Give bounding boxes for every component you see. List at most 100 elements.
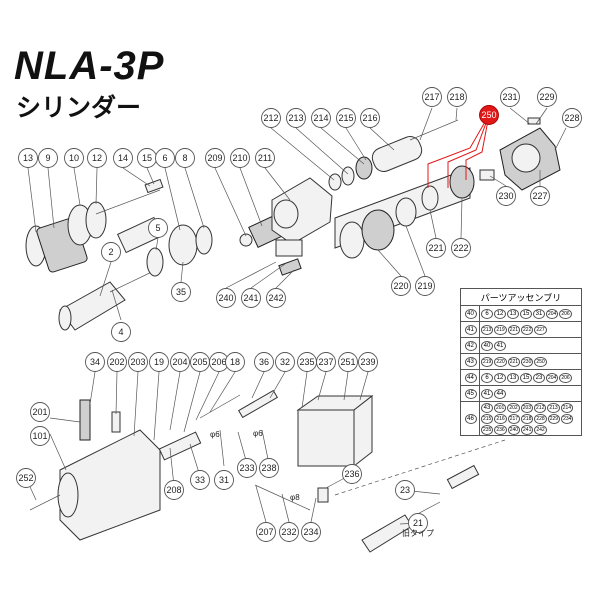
assembly-part-chip: 204 — [546, 373, 559, 383]
callout-circle — [85, 352, 105, 372]
callout-number: 233 — [239, 463, 254, 473]
type-label: 旧タイプ — [402, 529, 434, 538]
rod-shape — [409, 119, 459, 141]
part-callout-251: 251 — [338, 352, 358, 372]
callout-number: 250 — [481, 110, 496, 120]
part-callout-214: 214 — [311, 108, 331, 128]
highlight-leader-line — [447, 114, 490, 188]
part-callout-207: 207 — [256, 522, 276, 542]
assembly-part-chip: 206 — [559, 309, 572, 319]
screw-shape — [527, 117, 541, 125]
highlight-leader-line — [427, 114, 490, 188]
assembly-part-chip: 213 — [547, 403, 560, 413]
callout-number: 13 — [23, 153, 33, 163]
callout-number: 219 — [417, 281, 432, 291]
assembly-part-chip: 13 — [507, 309, 519, 319]
callout-circle — [128, 352, 148, 372]
left-cylinder-parts — [25, 178, 213, 331]
assembly-part-chip: 240 — [507, 425, 521, 435]
part-callout-34: 34 — [85, 352, 105, 372]
part-callout-234: 234 — [301, 522, 321, 542]
part-callout-201: 201 — [30, 402, 50, 422]
callout-circle — [164, 480, 184, 500]
part-callout-217: 217 — [422, 87, 442, 107]
part-callout-101: 101 — [30, 426, 50, 446]
part-callout-240: 240 — [216, 288, 236, 308]
rod-shape — [199, 394, 241, 419]
ring-shape — [146, 247, 164, 277]
part-callout-23: 23 — [395, 480, 415, 500]
part-callout-202: 202 — [107, 352, 127, 372]
callout-circle — [426, 238, 446, 258]
callout-number: 231 — [502, 92, 517, 102]
part-callout-9: 9 — [38, 148, 58, 168]
part-callout-219: 219 — [415, 276, 435, 296]
screw-shape — [29, 494, 61, 511]
callout-circle — [530, 186, 550, 206]
assembly-part-chip: 203 — [520, 403, 534, 413]
callout-number: 201 — [32, 407, 47, 417]
diagram-title: NLA-3P — [14, 44, 165, 88]
part-callout-13: 13 — [18, 148, 38, 168]
callout-circle — [279, 522, 299, 542]
callout-circle — [415, 276, 435, 296]
callout-circle — [259, 458, 279, 478]
callout-number: 213 — [288, 113, 303, 123]
part-callout-236: 236 — [342, 464, 362, 484]
lower-parts — [29, 389, 506, 553]
callout-number: 5 — [155, 223, 160, 233]
callout-circle — [562, 108, 582, 128]
assembly-part-chip: 206 — [559, 373, 572, 383]
assembly-part-chip: 242 — [534, 425, 547, 435]
part-callout-229: 229 — [537, 87, 557, 107]
callout-number: 101 — [32, 431, 47, 441]
callout-number: 4 — [118, 327, 123, 337]
callout-circle — [241, 288, 261, 308]
assembly-part-chip: 230 — [521, 357, 534, 367]
part-callout-210: 210 — [230, 148, 250, 168]
block-shape — [275, 239, 303, 257]
callout-number: 228 — [564, 113, 579, 123]
callout-number: 237 — [318, 357, 333, 367]
callout-number: 6 — [162, 153, 167, 163]
assembly-part-chip: 228 — [534, 414, 547, 424]
callout-number: 211 — [258, 153, 272, 163]
part-callout-221: 221 — [426, 238, 446, 258]
callout-number: 212 — [263, 113, 278, 123]
assembly-id-chip: 44 — [464, 373, 477, 383]
assembly-id: 46 — [460, 401, 480, 436]
callout-number: 12 — [92, 153, 102, 163]
part-callout-32: 32 — [275, 352, 295, 372]
phi6-label: φ6 — [210, 430, 220, 439]
part-callout-227: 227 — [530, 186, 550, 206]
callout-number: 210 — [232, 153, 247, 163]
assembly-part-chip: 234 — [561, 414, 574, 424]
callout-number: 18 — [230, 357, 240, 367]
callout-number: 216 — [362, 113, 377, 123]
highlight-leaders — [427, 114, 490, 188]
part-callout-238: 238 — [259, 458, 279, 478]
assembly-part-chip: 213 — [481, 325, 494, 335]
assembly-part-chip: 219 — [494, 325, 507, 335]
nut-shape — [144, 178, 164, 194]
part-callout-208: 208 — [164, 480, 184, 500]
assembly-part-chip: 214 — [560, 403, 574, 413]
tank-side-shape — [353, 394, 373, 468]
callout-circle — [360, 108, 380, 128]
callout-circle — [286, 108, 306, 128]
part-callout-19: 19 — [149, 352, 169, 372]
callout-circle — [358, 352, 378, 372]
callout-circle — [30, 426, 50, 446]
assembly-part-chip: 201 — [494, 403, 507, 413]
callout-number: 204 — [172, 357, 187, 367]
